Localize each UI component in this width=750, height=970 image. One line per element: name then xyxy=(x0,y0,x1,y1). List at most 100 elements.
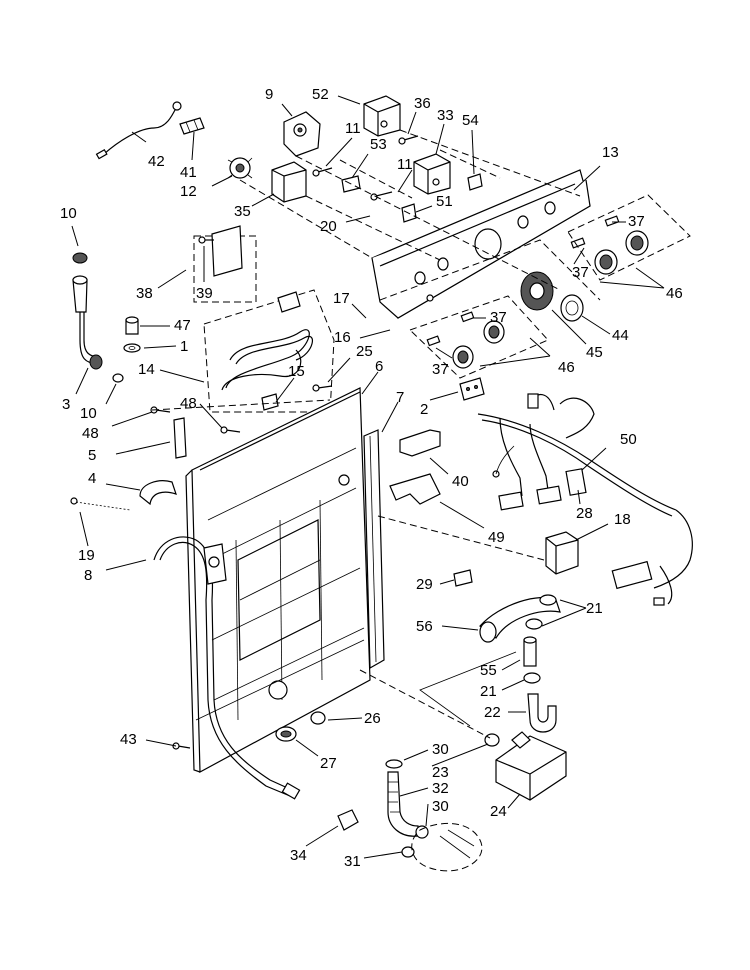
callout-53: 53 xyxy=(370,136,387,153)
valve-55-part xyxy=(523,636,537,667)
inlet-hose-part xyxy=(72,252,124,383)
callout-37-mid: 37 xyxy=(572,264,589,281)
callout-37-lower: 37 xyxy=(432,361,449,378)
tie-19-part xyxy=(70,497,131,511)
callout-16: 16 xyxy=(334,329,351,346)
cord-8-part xyxy=(153,536,301,800)
callout-22: 22 xyxy=(484,704,501,721)
fitting-47-1 xyxy=(123,316,141,353)
plug-27 xyxy=(275,726,297,742)
callout-47: 47 xyxy=(174,317,191,334)
callout-55: 55 xyxy=(480,662,497,679)
callout-46-lower: 46 xyxy=(558,359,575,376)
callout-9: 9 xyxy=(265,86,273,103)
callout-34: 34 xyxy=(290,847,307,864)
callout-37-right: 37 xyxy=(628,213,645,230)
callout-25: 25 xyxy=(356,343,373,360)
callout-46-right: 46 xyxy=(666,285,683,302)
callout-27: 27 xyxy=(320,755,337,772)
callout-35: 35 xyxy=(234,203,251,220)
bracket-40-part xyxy=(399,429,441,457)
callout-10-top: 10 xyxy=(60,205,77,222)
side-rail-7 xyxy=(363,429,385,670)
callout-43: 43 xyxy=(120,731,137,748)
knob-lower-part xyxy=(426,311,505,369)
callout-24: 24 xyxy=(490,803,507,820)
callout-31: 31 xyxy=(344,853,361,870)
bracket-49-part xyxy=(389,473,441,505)
callout-21-top: 21 xyxy=(586,600,603,617)
switch-12-part xyxy=(227,157,253,179)
drain-hose-32 xyxy=(385,759,429,839)
clip-29 xyxy=(453,569,473,587)
callout-33: 33 xyxy=(437,107,454,124)
callout-13: 13 xyxy=(602,144,619,161)
console-part xyxy=(371,169,591,319)
callout-38: 38 xyxy=(136,285,153,302)
wire-harness-part xyxy=(477,393,693,606)
pressure-switch-18 xyxy=(545,531,579,575)
callout-56: 56 xyxy=(416,618,433,635)
callout-10-bottom: 10 xyxy=(80,405,97,422)
clamps-21 xyxy=(523,594,557,684)
callout-52: 52 xyxy=(312,86,329,103)
switch-9-part xyxy=(283,111,321,157)
callout-14: 14 xyxy=(138,361,155,378)
hose-56-part xyxy=(479,596,561,643)
callout-39: 39 xyxy=(196,285,213,302)
callout-20: 20 xyxy=(320,218,337,235)
callout-3: 3 xyxy=(62,396,70,413)
screws-36-11 xyxy=(312,135,419,201)
callout-51: 51 xyxy=(436,193,453,210)
switch-35-part xyxy=(271,161,307,203)
callout-32: 32 xyxy=(432,780,449,797)
callout-5: 5 xyxy=(88,447,96,464)
power-cord-part xyxy=(221,291,313,411)
screws-48-25 xyxy=(150,384,333,434)
callout-labels: 9 52 36 33 54 13 11 53 11 42 41 12 35 51… xyxy=(60,86,683,870)
callout-19: 19 xyxy=(78,547,95,564)
grommet-26 xyxy=(310,711,326,725)
hose-22-part xyxy=(527,693,557,733)
strap-5-part xyxy=(173,417,187,459)
callout-8: 8 xyxy=(84,567,92,584)
knob-right-part xyxy=(570,215,649,275)
callout-48-mid: 48 xyxy=(180,395,197,412)
clip-34 xyxy=(337,809,359,831)
timer-knob-part xyxy=(520,271,584,322)
callout-29: 29 xyxy=(416,576,433,593)
bracket-39 xyxy=(198,225,243,277)
pump-24-part xyxy=(495,731,567,801)
switch-52-part xyxy=(363,95,401,137)
callout-28: 28 xyxy=(576,505,593,522)
callout-2: 2 xyxy=(420,401,428,418)
callout-30-bottom: 30 xyxy=(432,798,449,815)
connector-2 xyxy=(459,377,485,401)
callout-15: 15 xyxy=(288,363,305,380)
callout-6: 6 xyxy=(375,358,383,375)
callout-17: 17 xyxy=(333,290,350,307)
callout-37-center: 37 xyxy=(490,309,507,326)
callout-4: 4 xyxy=(88,470,96,487)
switch-33-part xyxy=(413,153,451,195)
callout-21-mid: 21 xyxy=(480,683,497,700)
callout-12: 12 xyxy=(180,183,197,200)
callout-50: 50 xyxy=(620,431,637,448)
callout-54: 54 xyxy=(462,112,479,129)
callout-1: 1 xyxy=(180,338,188,355)
callout-45: 45 xyxy=(586,344,603,361)
callout-49: 49 xyxy=(488,529,505,546)
clamp-4-part xyxy=(139,480,177,506)
callout-48-left: 48 xyxy=(82,425,99,442)
callout-36: 36 xyxy=(414,95,431,112)
callout-30-top: 30 xyxy=(432,741,449,758)
callout-44: 44 xyxy=(612,327,629,344)
callout-11-top: 11 xyxy=(345,120,361,137)
callout-23: 23 xyxy=(432,764,449,781)
rear-panel-part xyxy=(185,387,371,773)
clip-41-part xyxy=(179,117,205,135)
callout-11-mid: 11 xyxy=(397,156,413,173)
leader-lines xyxy=(71,95,665,859)
callout-40: 40 xyxy=(452,473,469,490)
